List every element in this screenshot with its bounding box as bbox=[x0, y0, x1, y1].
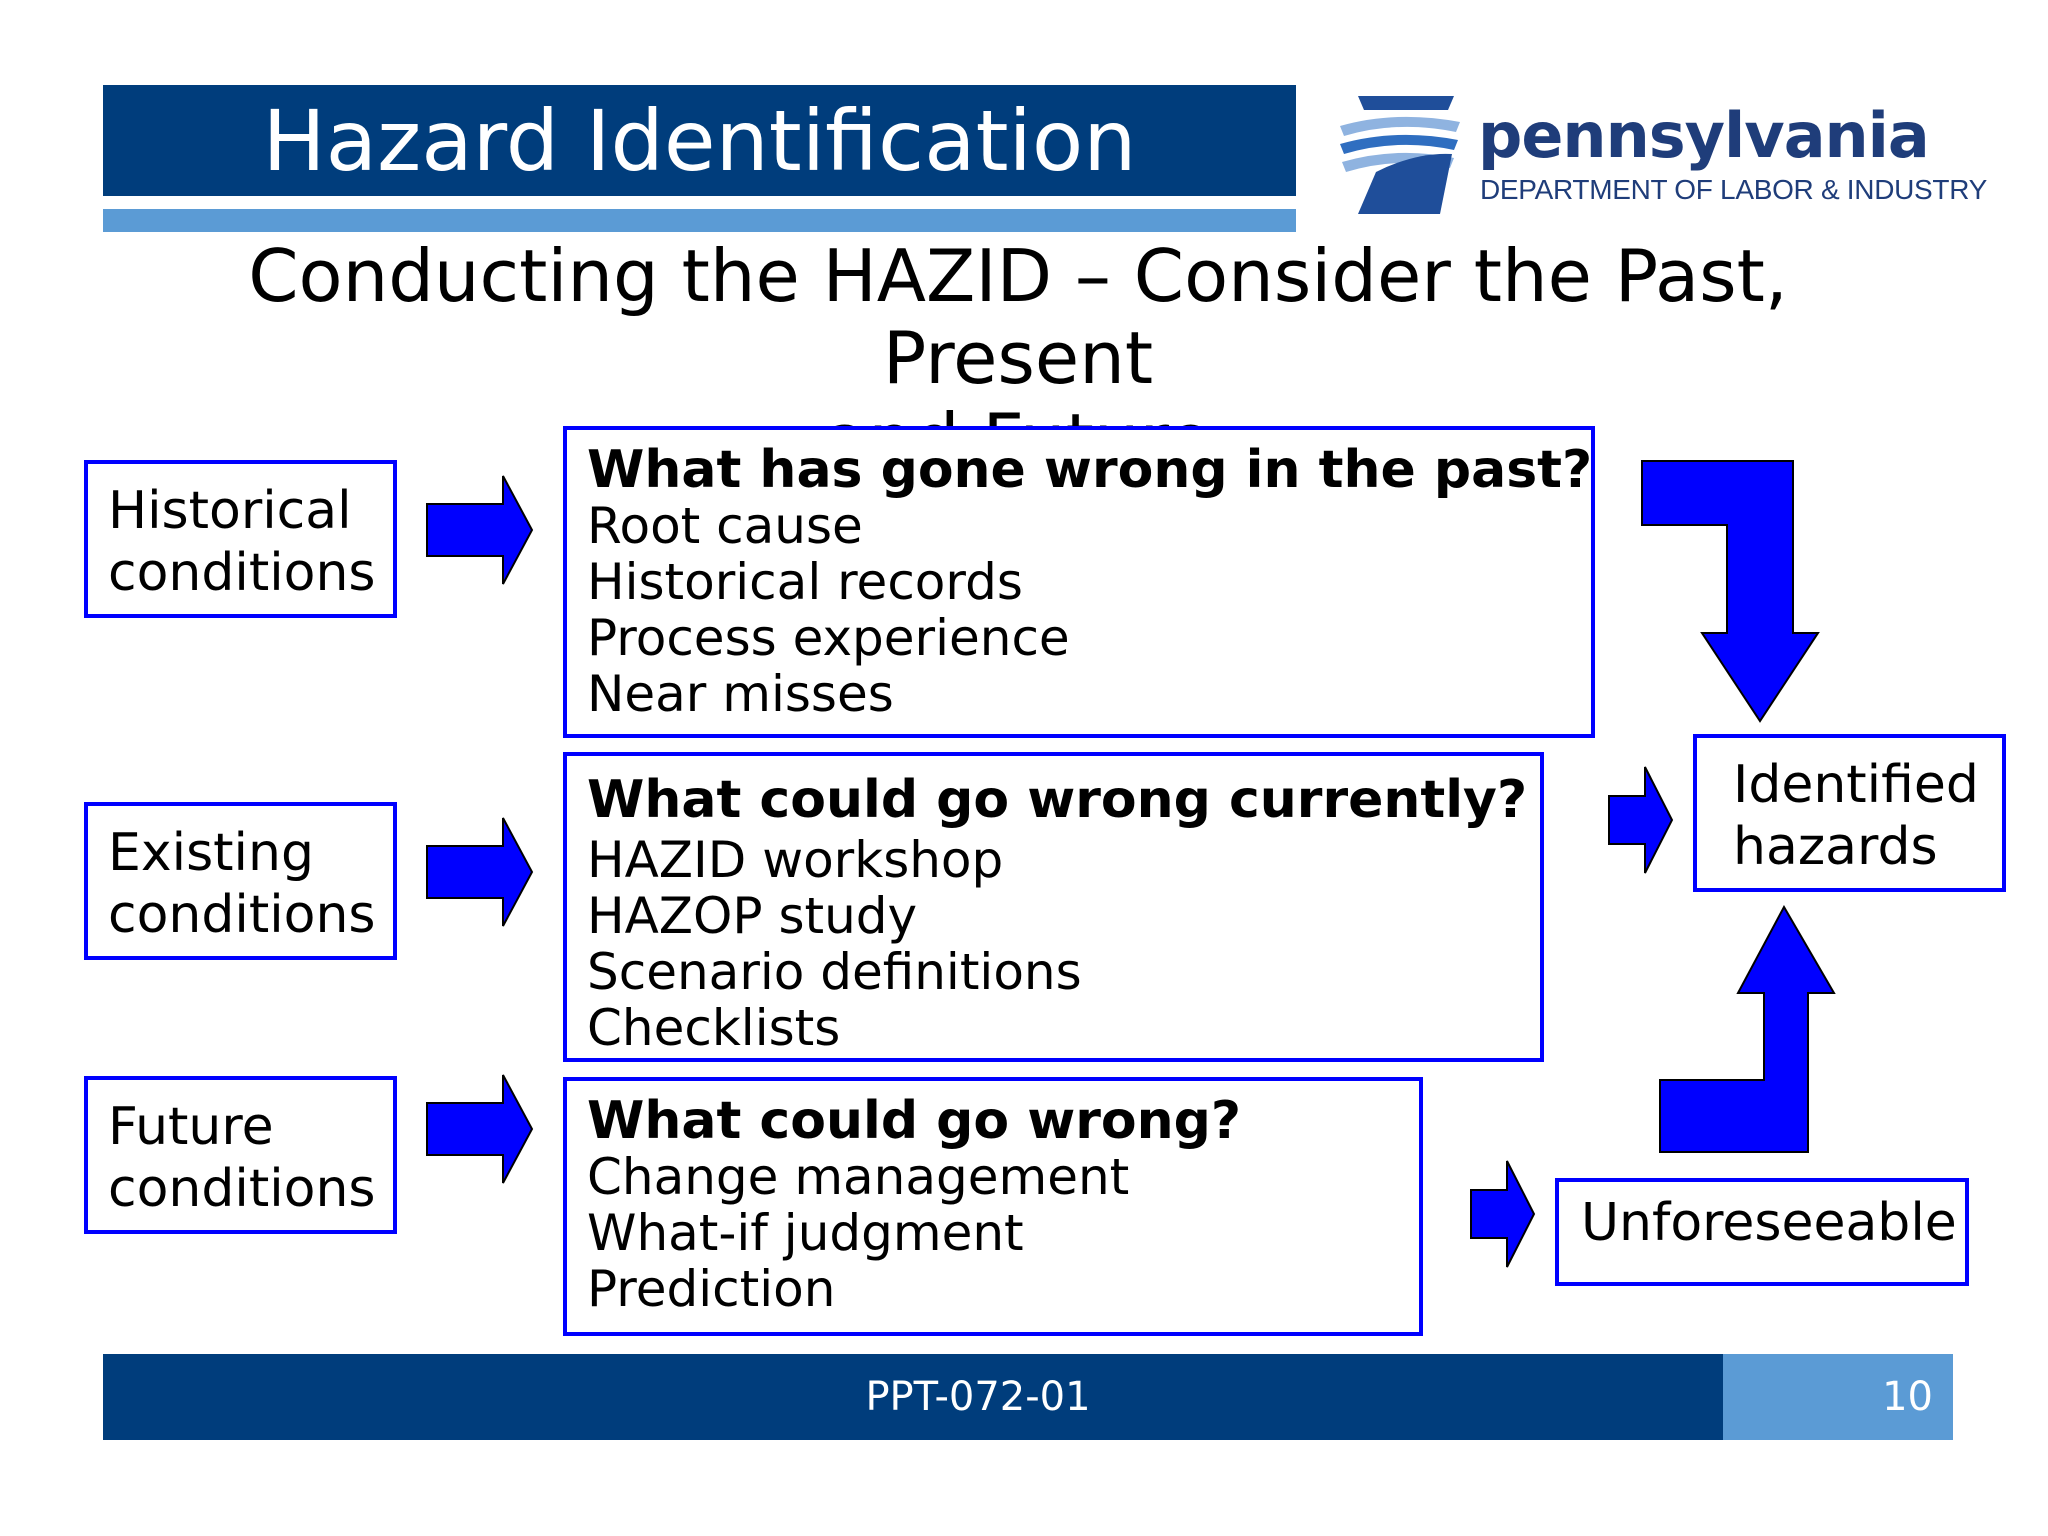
question-item: Root cause bbox=[587, 497, 863, 555]
question-heading: What could go wrong? bbox=[587, 1091, 1242, 1151]
question-heading: What could go wrong currently? bbox=[587, 770, 1528, 830]
title-stripe bbox=[103, 209, 1296, 232]
future-question-box: What could go wrong? Change management W… bbox=[563, 1077, 1423, 1336]
identified-hazards-box: Identified hazards bbox=[1693, 734, 2006, 892]
existing-conditions-box: Existing conditions bbox=[84, 802, 397, 960]
question-item: HAZID workshop bbox=[587, 831, 1004, 889]
arrow-right-icon bbox=[1608, 766, 1674, 874]
logo-subtitle: DEPARTMENT OF LABOR & INDUSTRY bbox=[1480, 174, 1988, 205]
question-item: Scenario definitions bbox=[587, 943, 1082, 1001]
historical-conditions-box: Historical conditions bbox=[84, 460, 397, 618]
subtitle-line-1: Conducting the HAZID – Consider the Past… bbox=[248, 234, 1788, 400]
arrow-right-icon bbox=[426, 817, 534, 927]
outcome-label-line-2: hazards bbox=[1733, 817, 1938, 877]
question-item: What-if judgment bbox=[587, 1204, 1024, 1262]
condition-label-line-1: Existing bbox=[108, 823, 314, 883]
bent-arrow-up-icon bbox=[1659, 905, 1836, 1153]
arrow-right-icon bbox=[426, 475, 534, 585]
bent-arrow-down-icon bbox=[1641, 460, 1820, 723]
question-item: Near misses bbox=[587, 665, 894, 723]
unforeseeable-box: Unforeseeable bbox=[1555, 1178, 1969, 1286]
question-heading: What has gone wrong in the past? bbox=[587, 440, 1593, 500]
question-item: Prediction bbox=[587, 1260, 836, 1318]
arrow-right-icon bbox=[1470, 1160, 1536, 1268]
keystone-logo-icon bbox=[1340, 96, 1460, 214]
arrow-right-icon bbox=[426, 1074, 534, 1184]
question-item: Process experience bbox=[587, 609, 1070, 667]
slide-subtitle: Conducting the HAZID – Consider the Past… bbox=[103, 235, 1933, 481]
future-conditions-box: Future conditions bbox=[84, 1076, 397, 1234]
logo-wordmark: pennsylvania bbox=[1478, 99, 1930, 172]
slide-title: Hazard Identification bbox=[262, 91, 1137, 190]
question-item: Checklists bbox=[587, 999, 841, 1057]
current-question-box: What could go wrong currently? HAZID wor… bbox=[563, 752, 1544, 1062]
footer-page-background bbox=[1723, 1354, 1953, 1440]
footer-bar bbox=[103, 1354, 1723, 1440]
question-item: HAZOP study bbox=[587, 887, 918, 945]
title-bar bbox=[103, 85, 1296, 196]
footer-code: PPT-072-01 bbox=[103, 1354, 2048, 1440]
question-item: Historical records bbox=[587, 553, 1023, 611]
outcome-label: Unforeseeable bbox=[1581, 1193, 1957, 1253]
page-number: 10 bbox=[1882, 1374, 1933, 1420]
condition-label-line-2: conditions bbox=[108, 543, 376, 603]
outcome-label-line-1: Identified bbox=[1733, 755, 1979, 815]
past-question-box: What has gone wrong in the past? Root ca… bbox=[563, 426, 1595, 738]
condition-label-line-2: conditions bbox=[108, 885, 376, 945]
condition-label-line-2: conditions bbox=[108, 1159, 376, 1219]
condition-label-line-1: Historical bbox=[108, 481, 352, 541]
question-item: Change management bbox=[587, 1148, 1130, 1206]
condition-label-line-1: Future bbox=[108, 1097, 274, 1157]
footer-code-text: PPT-072-01 bbox=[865, 1374, 1091, 1420]
